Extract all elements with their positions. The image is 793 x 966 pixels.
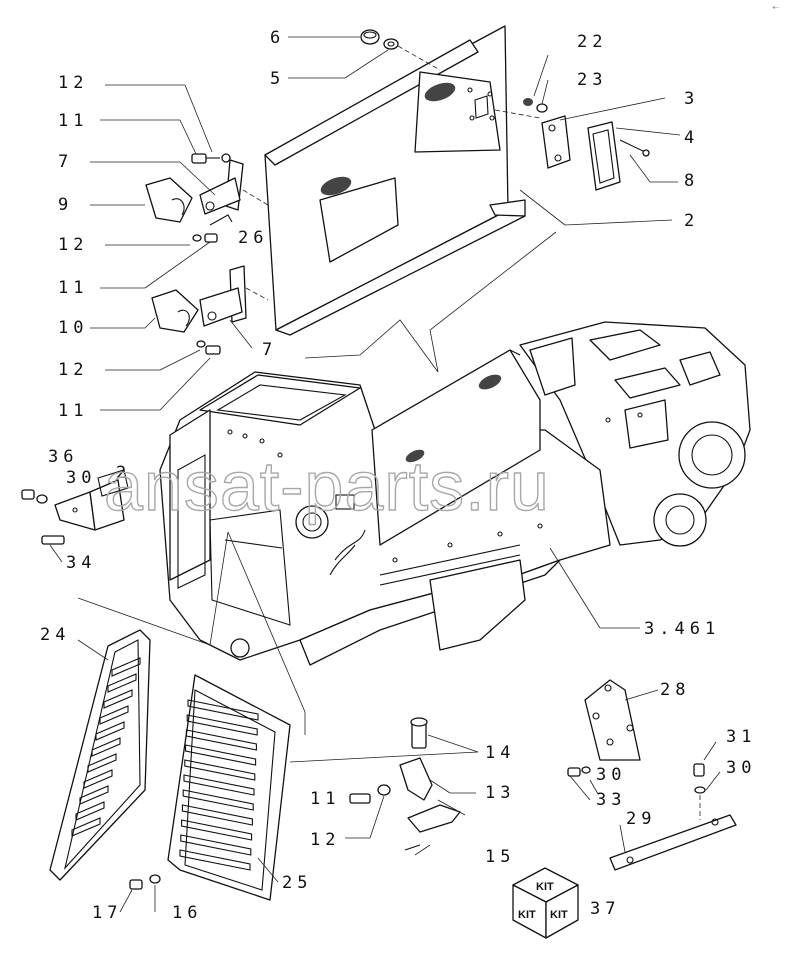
- callout-4: 4: [684, 128, 699, 148]
- louvre-slat: [87, 753, 117, 773]
- kit-cube: KIT KIT KIT: [512, 867, 579, 939]
- bracket-assembly-left: [21, 469, 129, 545]
- louvre-slat: [103, 689, 133, 709]
- callout-11-a: 11: [58, 111, 88, 131]
- callout-31: 31: [726, 727, 756, 747]
- frame-holes: [227, 412, 643, 563]
- washer-5: [383, 38, 399, 50]
- callout-12-b: 12: [58, 235, 88, 255]
- kit-right-label: KIT: [550, 909, 568, 921]
- louvre-slat: [99, 705, 129, 725]
- louvre-slat: [181, 819, 253, 841]
- callout-7-b: 7: [262, 340, 277, 360]
- callout-7-a: 7: [58, 152, 73, 172]
- callout-3-461: 3.461: [644, 619, 720, 639]
- callout-14: 14: [485, 743, 515, 763]
- louvre-slat: [71, 817, 101, 837]
- callout-36: 36: [48, 447, 78, 467]
- louvre-slat: [183, 774, 255, 796]
- callout-5: 5: [270, 69, 285, 89]
- louvre-slat: [182, 789, 254, 811]
- louvre-slat: [180, 834, 252, 856]
- louvre-slat: [75, 801, 105, 821]
- louvre-slat: [187, 699, 259, 721]
- kit-left-label: KIT: [518, 909, 536, 921]
- louvre-slat: [181, 804, 253, 826]
- side-panel-mounted: [335, 349, 541, 546]
- callout-30-b: 30: [596, 765, 626, 785]
- callout-28: 28: [660, 680, 690, 700]
- callout-11-c: 11: [58, 401, 88, 421]
- louvre-slat: [184, 759, 256, 781]
- louvre-slat: [107, 673, 137, 693]
- callout-33: 33: [596, 790, 626, 810]
- callout-17: 17: [92, 903, 122, 923]
- callout-8: 8: [684, 171, 699, 191]
- callout-12-a: 12: [58, 73, 88, 93]
- callout-3: 3: [684, 89, 699, 109]
- hinge-assembly-upper: [145, 153, 269, 243]
- callout-16: 16: [172, 903, 202, 923]
- leader-lines: [49, 36, 721, 913]
- louvre-slat: [111, 657, 141, 677]
- callout-6: 6: [270, 28, 285, 48]
- louvre-slat: [91, 737, 121, 757]
- plate-28: [584, 679, 641, 761]
- nut-6: [360, 29, 380, 45]
- callout-13: 13: [485, 783, 515, 803]
- bolts-right: [567, 763, 706, 820]
- louvre-panel-24: [49, 629, 151, 881]
- callout-12-c: 12: [58, 360, 88, 380]
- callout-34: 34: [66, 553, 96, 573]
- watermark-text: ansat-parts.ru: [104, 447, 550, 525]
- louvre-slat: [186, 714, 258, 736]
- callout-12-d: 12: [310, 830, 340, 850]
- corner-mark: ◂─: [772, 5, 780, 11]
- callout-10: 10: [58, 318, 88, 338]
- louvre-slat: [83, 769, 113, 789]
- callout-30-c: 30: [726, 758, 756, 778]
- louvre-panel-25: [167, 674, 291, 901]
- kit-top-label: KIT: [536, 881, 554, 893]
- callout-29: 29: [626, 809, 656, 829]
- handle-assembly: [494, 98, 650, 191]
- latch-assembly: [349, 717, 461, 851]
- callout-15: 15: [485, 847, 515, 867]
- louvre-slat: [95, 721, 125, 741]
- callout-11-b: 11: [58, 278, 88, 298]
- hinge-assembly-lower: [151, 265, 269, 355]
- callout-30-a: 30: [66, 468, 96, 488]
- callout-2-lower: 2: [116, 463, 131, 483]
- louvre-slat: [185, 744, 257, 766]
- callout-11-d: 11: [310, 789, 340, 809]
- callout-25: 25: [282, 873, 312, 893]
- callout-23: 23: [577, 70, 607, 90]
- louvre-slat: [79, 785, 109, 805]
- bolts-bottom: [129, 874, 161, 890]
- louvre-slat: [185, 729, 257, 751]
- callout-2-upper: 2: [684, 211, 699, 231]
- callout-26: 26: [238, 228, 268, 248]
- strip-29: [609, 814, 737, 871]
- callout-37: 37: [590, 899, 620, 919]
- side-panel-2: [264, 25, 526, 336]
- callout-9: 9: [58, 195, 73, 215]
- callout-24: 24: [40, 625, 70, 645]
- callout-22: 22: [577, 32, 607, 52]
- callout-labels: 6 5 22 23 3 4 8 2 12 11 7 9 12 26 11 10 …: [40, 28, 756, 923]
- louvre-slat: [179, 849, 251, 871]
